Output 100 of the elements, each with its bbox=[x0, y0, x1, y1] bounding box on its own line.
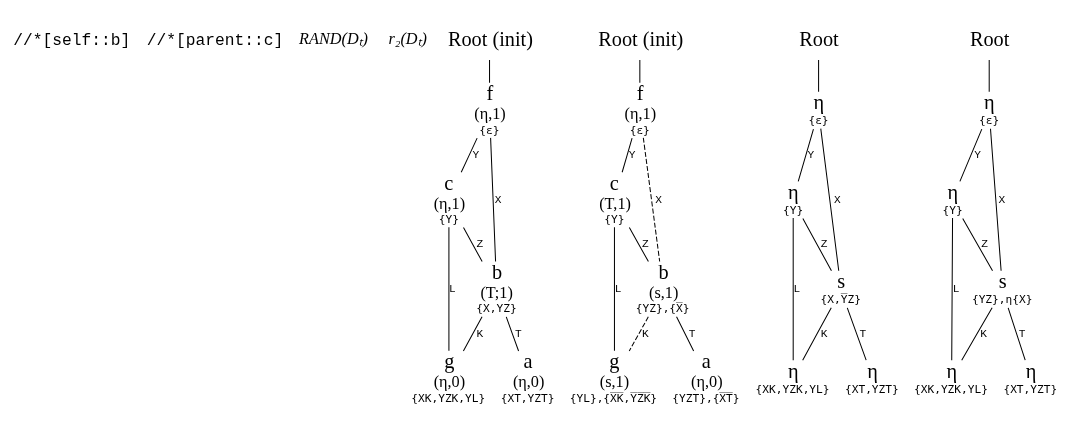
connector bbox=[797, 128, 814, 182]
connector bbox=[962, 217, 994, 271]
node-text: c bbox=[609, 171, 619, 194]
edge-label: K bbox=[980, 327, 987, 340]
node-label: (s,1) bbox=[599, 372, 630, 391]
connector bbox=[462, 315, 483, 351]
label: //*[self::b] bbox=[13, 30, 131, 50]
edge-label: T bbox=[515, 327, 522, 340]
connector bbox=[990, 127, 1002, 271]
connector bbox=[1007, 306, 1026, 361]
node-text: f bbox=[636, 81, 644, 104]
node-label: {XK,YZK,YL} bbox=[411, 391, 486, 405]
node-text: η bbox=[788, 359, 799, 381]
connector bbox=[490, 136, 497, 262]
edge-label: X bbox=[494, 193, 502, 206]
node-text: a bbox=[523, 349, 533, 372]
node-text: s bbox=[998, 269, 1007, 292]
node-text: Root (init) bbox=[598, 27, 684, 50]
connector bbox=[820, 127, 840, 271]
node-label: {Y} bbox=[438, 212, 459, 226]
node-text: g bbox=[609, 349, 620, 372]
node-label: (η,0) bbox=[512, 372, 545, 391]
connector bbox=[621, 137, 633, 173]
edge-label: Y bbox=[628, 148, 636, 161]
edge-label: L bbox=[952, 282, 960, 295]
node-label: {XT,YZT} bbox=[844, 382, 899, 396]
connector bbox=[959, 128, 983, 182]
edge-label: T bbox=[688, 327, 696, 340]
edge-label: Z bbox=[642, 237, 649, 250]
node-label: (η,1) bbox=[474, 104, 506, 123]
node-label: {XT,YZT} bbox=[1003, 382, 1058, 396]
node-label: {XK,YZK,YL} bbox=[914, 382, 988, 396]
node-label: {ε} bbox=[808, 113, 829, 127]
connector bbox=[846, 306, 867, 361]
node-label: {Y} bbox=[604, 212, 625, 226]
edge-label: K bbox=[820, 327, 828, 340]
edge-label: L bbox=[614, 282, 622, 295]
node-label: (T;1) bbox=[480, 283, 513, 302]
node-text: Root bbox=[799, 27, 839, 50]
connector bbox=[628, 226, 649, 262]
edge-label: Y bbox=[974, 148, 981, 161]
node-text: c bbox=[444, 171, 454, 194]
node-label: {Y} bbox=[942, 203, 963, 217]
connector bbox=[818, 58, 820, 92]
node-label: {XT,YZT} bbox=[500, 391, 555, 405]
node-text: η bbox=[946, 359, 958, 381]
edge-label: L bbox=[793, 282, 801, 295]
edge-label: X bbox=[655, 193, 662, 206]
node-label: {ε} bbox=[479, 123, 500, 137]
node-text: η bbox=[813, 90, 825, 113]
node-text: η bbox=[1025, 359, 1037, 381]
node-text: Root bbox=[969, 27, 1010, 50]
node-label: (η,0) bbox=[433, 372, 466, 391]
connector bbox=[489, 58, 491, 83]
node-text: a bbox=[701, 349, 711, 372]
node-text: g bbox=[444, 349, 455, 372]
edge-label: Y bbox=[807, 148, 815, 161]
edge-label: X bbox=[998, 193, 1006, 206]
edge-label: T bbox=[859, 327, 867, 340]
connector bbox=[460, 137, 478, 173]
node-label: {XK,YZK,YL} bbox=[755, 382, 830, 396]
node-label: {X,YZ} bbox=[476, 301, 517, 315]
connector bbox=[642, 136, 661, 262]
connector bbox=[951, 217, 954, 361]
node-text: η bbox=[984, 90, 995, 113]
node-label: {X,Y̅Z} bbox=[820, 292, 861, 306]
label: //*[parent::c] bbox=[146, 30, 284, 50]
node-label: {Y} bbox=[783, 203, 804, 217]
edge-label: Y bbox=[472, 148, 480, 161]
connector bbox=[988, 58, 990, 92]
node-label: {YL},{X̅K̅,Y̅Z̅K̅} bbox=[569, 391, 658, 405]
node-text: η bbox=[947, 180, 959, 203]
node-label: {YZ},η{X} bbox=[971, 292, 1033, 306]
node-label: (s,1) bbox=[648, 283, 679, 302]
connector bbox=[628, 315, 649, 351]
node-text: η bbox=[788, 180, 799, 203]
connector bbox=[792, 217, 794, 361]
connector bbox=[613, 226, 615, 351]
node-text: b bbox=[658, 260, 669, 283]
label: RAND(Dₜ) bbox=[299, 29, 369, 48]
edge-label: L bbox=[449, 282, 456, 295]
node-label: (η,1) bbox=[433, 194, 466, 213]
connector bbox=[802, 306, 832, 361]
node-label: (η,0) bbox=[691, 372, 723, 391]
edge-label: T bbox=[1018, 327, 1026, 340]
node-label: {YZ},{X̅} bbox=[635, 301, 690, 315]
node-label: {ε} bbox=[629, 123, 650, 137]
edge-label: Z bbox=[476, 237, 484, 250]
connector bbox=[463, 226, 483, 262]
node-label: {ε} bbox=[979, 113, 1000, 127]
edge-label: X bbox=[834, 193, 841, 206]
edge-label: K bbox=[642, 327, 649, 340]
connector bbox=[961, 306, 993, 361]
node-text: f bbox=[486, 81, 494, 104]
node-label: (η,1) bbox=[624, 104, 657, 123]
node-text: s bbox=[837, 269, 846, 292]
node-label: (T,1) bbox=[599, 194, 631, 213]
node-label: {YZT},{X̅T̅} bbox=[672, 391, 740, 405]
edge-label: K bbox=[476, 327, 484, 340]
node-text: Root (init) bbox=[447, 27, 534, 50]
